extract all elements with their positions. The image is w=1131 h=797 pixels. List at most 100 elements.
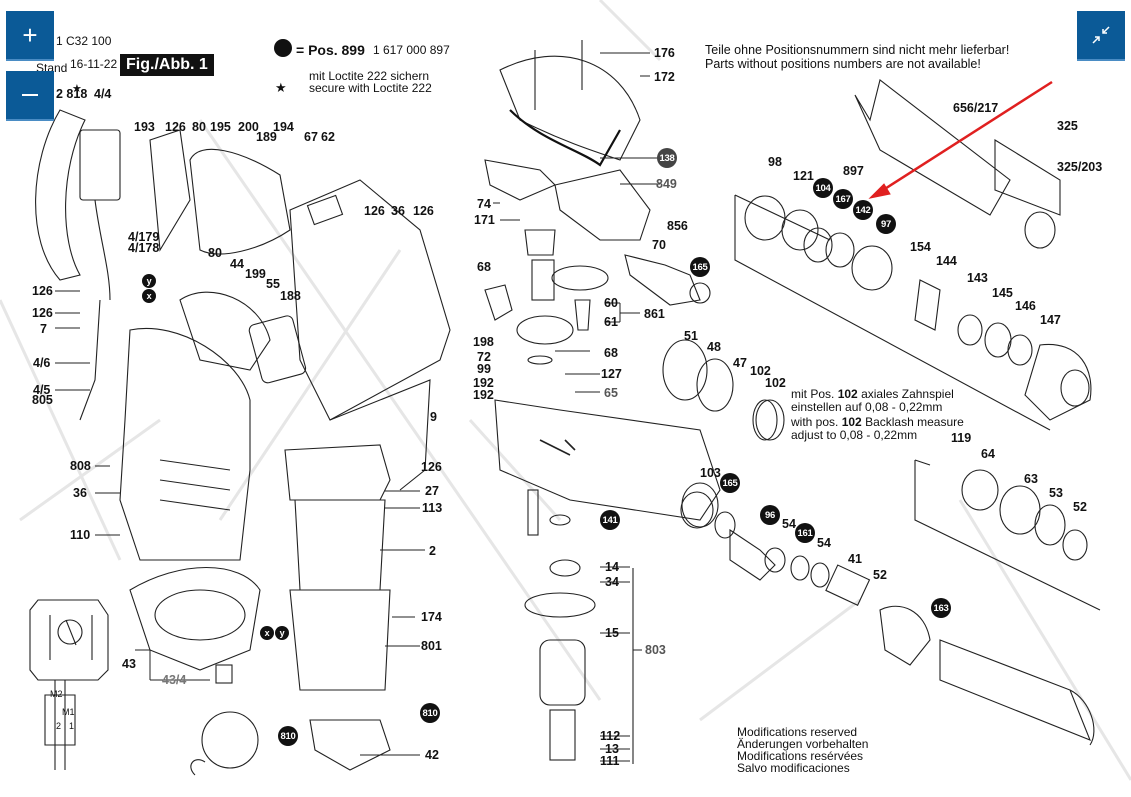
part-badge: 165 xyxy=(720,473,740,493)
backlash-note-en-2: adjust to 0,08 - 0,22mm xyxy=(791,428,918,442)
part-label: 110 xyxy=(70,528,91,542)
part-label: 174 xyxy=(421,610,442,624)
part-number: 1 C32 100 xyxy=(56,34,112,48)
part-label: 195 xyxy=(210,120,231,134)
footer-line-4: Salvo modificaciones xyxy=(737,761,850,775)
part-label: 143 xyxy=(967,271,988,285)
backlash-note-de-1: mit Pos. 102 axiales Zahnspiel xyxy=(791,387,954,401)
part-label: 193 xyxy=(134,120,155,134)
part-label: 2 818 xyxy=(56,87,88,101)
part-label: 41 xyxy=(848,552,862,566)
text: with pos. xyxy=(791,415,839,429)
footer-line-1: Modifications reserved xyxy=(737,725,858,739)
part-label: 53 xyxy=(1049,486,1063,500)
part-label: 64 xyxy=(981,447,995,461)
pos-number: 102 xyxy=(841,415,862,429)
part-label: 192 xyxy=(473,376,494,390)
exit-fullscreen-button[interactable] xyxy=(1077,11,1125,61)
notice-en: Parts without positions numbers are not … xyxy=(705,57,981,71)
part-badge: 141 xyxy=(600,510,620,530)
part-label: 154 xyxy=(910,240,931,254)
part-badge: 167 xyxy=(833,189,853,209)
footer-line-3: Modifications resérvées xyxy=(737,749,864,763)
text: mit Pos. xyxy=(791,387,835,401)
part-label: 126 xyxy=(364,204,385,218)
zoom-out-button[interactable] xyxy=(6,71,54,121)
part-label: 7 xyxy=(40,322,47,336)
part-label: 70 xyxy=(652,238,666,252)
part-label: 4/6 xyxy=(33,356,51,370)
part-label: 4/4 xyxy=(94,87,112,101)
part-badge: 96 xyxy=(760,505,780,525)
part-label: 147 xyxy=(1040,313,1061,327)
part-label: 47 xyxy=(733,356,747,370)
wiring-label: M1 xyxy=(62,707,75,717)
part-label: 63 xyxy=(1024,472,1038,486)
part-label: 808 xyxy=(70,459,91,473)
revision-date: 16-11-22 xyxy=(70,57,118,71)
zoom-in-button[interactable]: + xyxy=(6,11,54,61)
plus-icon: + xyxy=(22,20,38,50)
part-label: 801 xyxy=(421,639,442,653)
part-label: 42 xyxy=(425,748,439,762)
part-badge: 97 xyxy=(876,214,896,234)
part-label: 14 xyxy=(605,560,619,574)
wire-marker-x: x xyxy=(142,289,156,303)
text: axiales Zahnspiel xyxy=(861,387,954,401)
part-label: 61 xyxy=(604,315,618,329)
part-label: 15 xyxy=(605,626,619,640)
part-label: 102 xyxy=(765,376,786,390)
part-label: 51 xyxy=(684,329,698,343)
part-label: 99 xyxy=(477,362,491,376)
part-badge: 810 xyxy=(420,703,440,723)
part-label: 52 xyxy=(873,568,887,582)
wiring-label: 1 xyxy=(69,721,75,731)
part-label: 102 xyxy=(750,364,771,378)
part-label: 126 xyxy=(165,120,186,134)
part-label: 897 xyxy=(843,164,864,178)
minus-icon xyxy=(22,94,38,96)
part-label: 200 xyxy=(238,120,259,134)
part-label: 43 xyxy=(122,657,136,671)
part-label: 74 xyxy=(477,197,491,211)
pos-number: 102 xyxy=(837,387,858,401)
part-badge: 810 xyxy=(278,726,298,746)
part-label: 146 xyxy=(1015,299,1036,313)
backlash-note-en-1: with pos. 102 Backlash measure xyxy=(791,415,964,429)
part-badge: 165 xyxy=(690,257,710,277)
part-label: 119 xyxy=(951,431,972,445)
part-label: 34 xyxy=(605,575,619,589)
part-label: 126 xyxy=(413,204,434,218)
wire-marker-y: y xyxy=(142,274,156,288)
part-label: 13 xyxy=(605,742,619,756)
part-label: 60 xyxy=(604,296,618,310)
part-label: 194 xyxy=(273,120,294,134)
part-label: 325 xyxy=(1057,119,1078,133)
part-label: 171 xyxy=(474,213,495,227)
part-label: 113 xyxy=(422,501,443,515)
part-label: 861 xyxy=(644,307,665,321)
wire-marker-x: x xyxy=(260,626,274,640)
figure-label: Fig./Abb. 1 xyxy=(120,54,214,76)
part-label: 36 xyxy=(73,486,87,500)
text: Backlash measure xyxy=(865,415,964,429)
part-label: 80 xyxy=(208,246,222,260)
part-label: 192 xyxy=(473,388,494,402)
part-label: 325/203 xyxy=(1057,160,1103,174)
part-label: 126 xyxy=(421,460,442,474)
part-label: 4/179 xyxy=(128,230,160,244)
part-label: 98 xyxy=(768,155,782,169)
part-badge: 161 xyxy=(795,523,815,543)
part-label: 67 xyxy=(304,130,318,144)
part-label: 188 xyxy=(280,289,301,303)
part-label: 27 xyxy=(425,484,439,498)
loctite-note-de: mit Loctite 222 sichern xyxy=(309,69,430,83)
footer-line-2: Änderungen vorbehalten xyxy=(737,737,869,751)
part-label: 4/178 xyxy=(128,241,160,255)
part-label: 126 xyxy=(32,306,53,320)
part-label: 126 xyxy=(32,284,53,298)
part-label: 121 xyxy=(793,169,814,183)
pos-899-number: 1 617 000 897 xyxy=(373,43,450,57)
part-badge: 142 xyxy=(853,200,873,220)
